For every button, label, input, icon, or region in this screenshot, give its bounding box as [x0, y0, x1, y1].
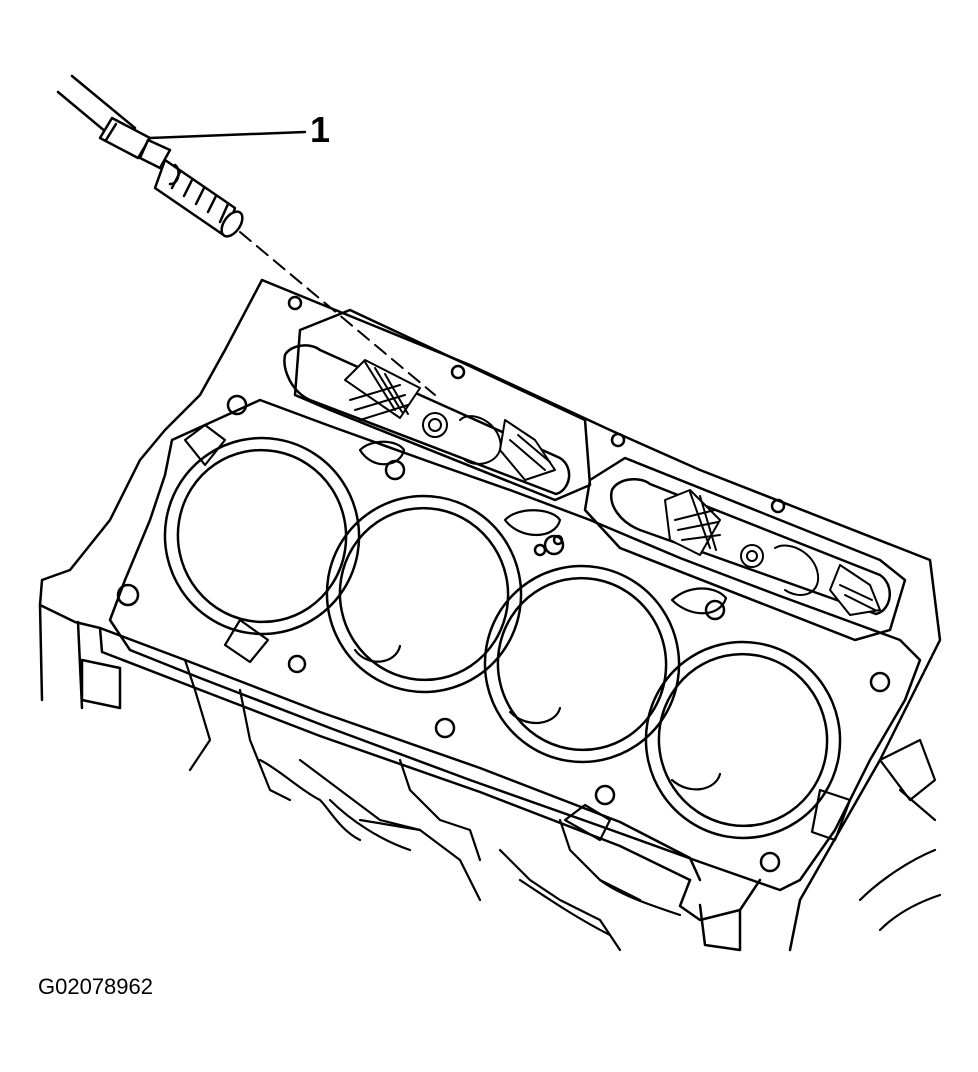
cylinder-bore-3 — [483, 564, 681, 764]
block-deck-outline — [38, 278, 942, 952]
coolant-passages — [183, 423, 852, 842]
callout-leader-line — [148, 130, 307, 140]
callout-label-1: 1 — [310, 109, 331, 150]
lifter-guides — [344, 359, 881, 616]
lower-block — [183, 658, 942, 952]
head-bolt-holes — [116, 295, 891, 873]
tool-rod — [56, 74, 172, 170]
cylinder-bores — [163, 436, 842, 840]
cylinder-bore-2 — [325, 494, 523, 694]
threaded-insert — [153, 158, 244, 238]
insert-alignment-line — [239, 231, 436, 396]
cylinder-bore-1 — [163, 436, 361, 636]
deck-surface — [108, 398, 922, 892]
cylinder-bore-4 — [644, 640, 842, 840]
lifter-valley — [283, 308, 907, 642]
figure-id: G02078962 — [38, 974, 153, 999]
